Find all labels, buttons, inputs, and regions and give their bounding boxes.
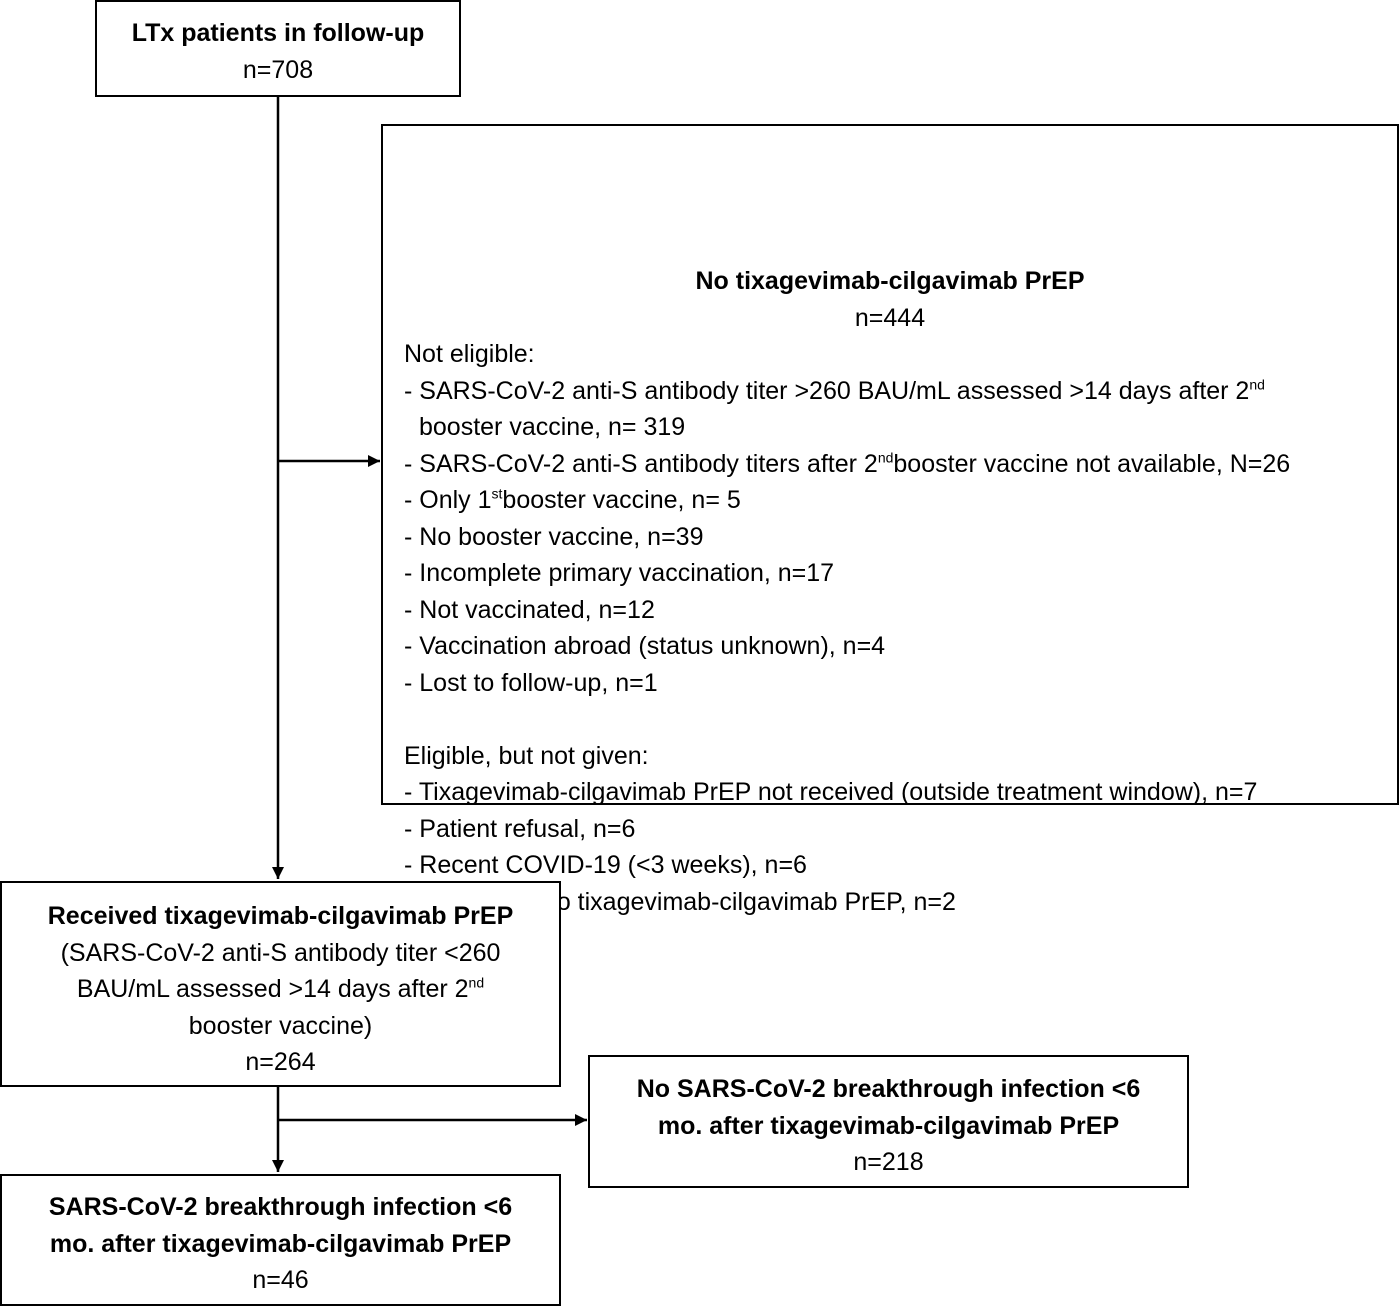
not-eligible-item-text: booster vaccine, n= 319 [419, 413, 686, 441]
not-eligible-heading: Not eligible: [404, 340, 535, 368]
not-eligible-item-text-suffix: booster vaccine not available, N=26 [893, 449, 1291, 478]
not-eligible-item-text-suffix: booster vaccine, n= 5 [502, 486, 741, 514]
no-breakthrough-box: No SARS-CoV-2 breakthrough infection <6 … [588, 1055, 1189, 1188]
not-eligible-item-superscript: nd [1249, 376, 1265, 393]
received-title: Received tixagevimab-cilgavimab PrEP [47, 902, 514, 930]
followup-title: LTx patients in follow-up [131, 19, 425, 47]
not-eligible-item: - Not vaccinated, n=12 [404, 592, 1290, 629]
not-eligible-item: - Vaccination abroad (status unknown), n… [404, 628, 1290, 665]
no-prep-title: No tixagevimab-cilgavimab PrEP [695, 267, 1085, 295]
eligible-not-given-heading: Eligible, but not given: [404, 741, 649, 770]
received-criteria-line2: BAU/mL assessed >14 days after 2nd [2, 971, 559, 1008]
breakthrough-box: SARS-CoV-2 breakthrough infection <6 mo.… [0, 1174, 561, 1306]
spacer-line [404, 701, 1290, 738]
breakthrough-title-line1: SARS-CoV-2 breakthrough infection <6 [48, 1193, 513, 1221]
not-eligible-item: - Incomplete primary vaccination, n=17 [404, 555, 1290, 592]
received-criteria-line2-sup: nd [468, 974, 485, 991]
not-eligible-item-text: - SARS-CoV-2 anti-S antibody titers afte… [404, 449, 878, 478]
not-eligible-item: - SARS-CoV-2 anti-S antibody titer >260 … [404, 373, 1290, 410]
not-eligible-item-text: - Lost to follow-up, n=1 [404, 668, 658, 697]
received-count: n=264 [245, 1048, 316, 1076]
no-prep-header: No tixagevimab-cilgavimab PrEP n=444 [383, 263, 1397, 336]
not-eligible-item-text: - No booster vaccine, n=39 [404, 522, 704, 551]
not-eligible-item: - Only 1stbooster vaccine, n= 5 [404, 482, 1290, 519]
not-eligible-list: - SARS-CoV-2 anti-S antibody titer >260 … [404, 373, 1290, 702]
received-criteria-line2-text: BAU/mL assessed >14 days after 2 [76, 975, 469, 1003]
received-criteria-line3: booster vaccine) [188, 1011, 373, 1040]
not-eligible-item: - No booster vaccine, n=39 [404, 519, 1290, 556]
not-eligible-item: booster vaccine, n= 319 [404, 409, 1290, 446]
not-eligible-item: - SARS-CoV-2 anti-S antibody titers afte… [404, 446, 1290, 483]
not-eligible-item-text: - Vaccination abroad (status unknown), n… [404, 632, 886, 660]
breakthrough-title-line2: mo. after tixagevimab-cilgavimab PrEP [49, 1229, 512, 1258]
no-prep-reasons: Not eligible: - SARS-CoV-2 anti-S antibo… [404, 336, 1290, 920]
no-prep-count: n=444 [854, 303, 926, 332]
no-breakthrough-title-line1: No SARS-CoV-2 breakthrough infection <6 [636, 1075, 1141, 1103]
followup-count: n=708 [242, 55, 314, 84]
not-eligible-item-text: - Only 1 [404, 486, 492, 514]
not-eligible-item: - Lost to follow-up, n=1 [404, 665, 1290, 702]
no-breakthrough-count: n=218 [853, 1148, 924, 1176]
not-eligible-item-text: - Incomplete primary vaccination, n=17 [404, 559, 835, 587]
not-eligible-item-superscript: st [491, 485, 503, 502]
received-criteria-line1: (SARS-CoV-2 anti-S antibody titer <260 [60, 938, 501, 967]
breakthrough-count: n=46 [252, 1266, 309, 1294]
eligible-not-given-item: - Patient refusal, n=6 [404, 814, 636, 843]
received-prep-box: Received tixagevimab-cilgavimab PrEP (SA… [0, 881, 561, 1087]
not-eligible-item-superscript: nd [877, 449, 894, 466]
no-breakthrough-title-line2: mo. after tixagevimab-cilgavimab PrEP [657, 1111, 1120, 1140]
no-prep-box: No tixagevimab-cilgavimab PrEP n=444 Not… [381, 124, 1399, 916]
eligible-not-given-item: - Tixagevimab-cilgavimab PrEP not receiv… [404, 778, 1258, 806]
not-eligible-item-text: - SARS-CoV-2 anti-S antibody titer >260 … [404, 376, 1250, 405]
followup-patients-box: LTx patients in follow-up n=708 [95, 0, 461, 97]
not-eligible-item-text: - Not vaccinated, n=12 [404, 595, 655, 624]
eligible-not-given-item: - Recent COVID-19 (<3 weeks), n=6 [404, 851, 807, 879]
